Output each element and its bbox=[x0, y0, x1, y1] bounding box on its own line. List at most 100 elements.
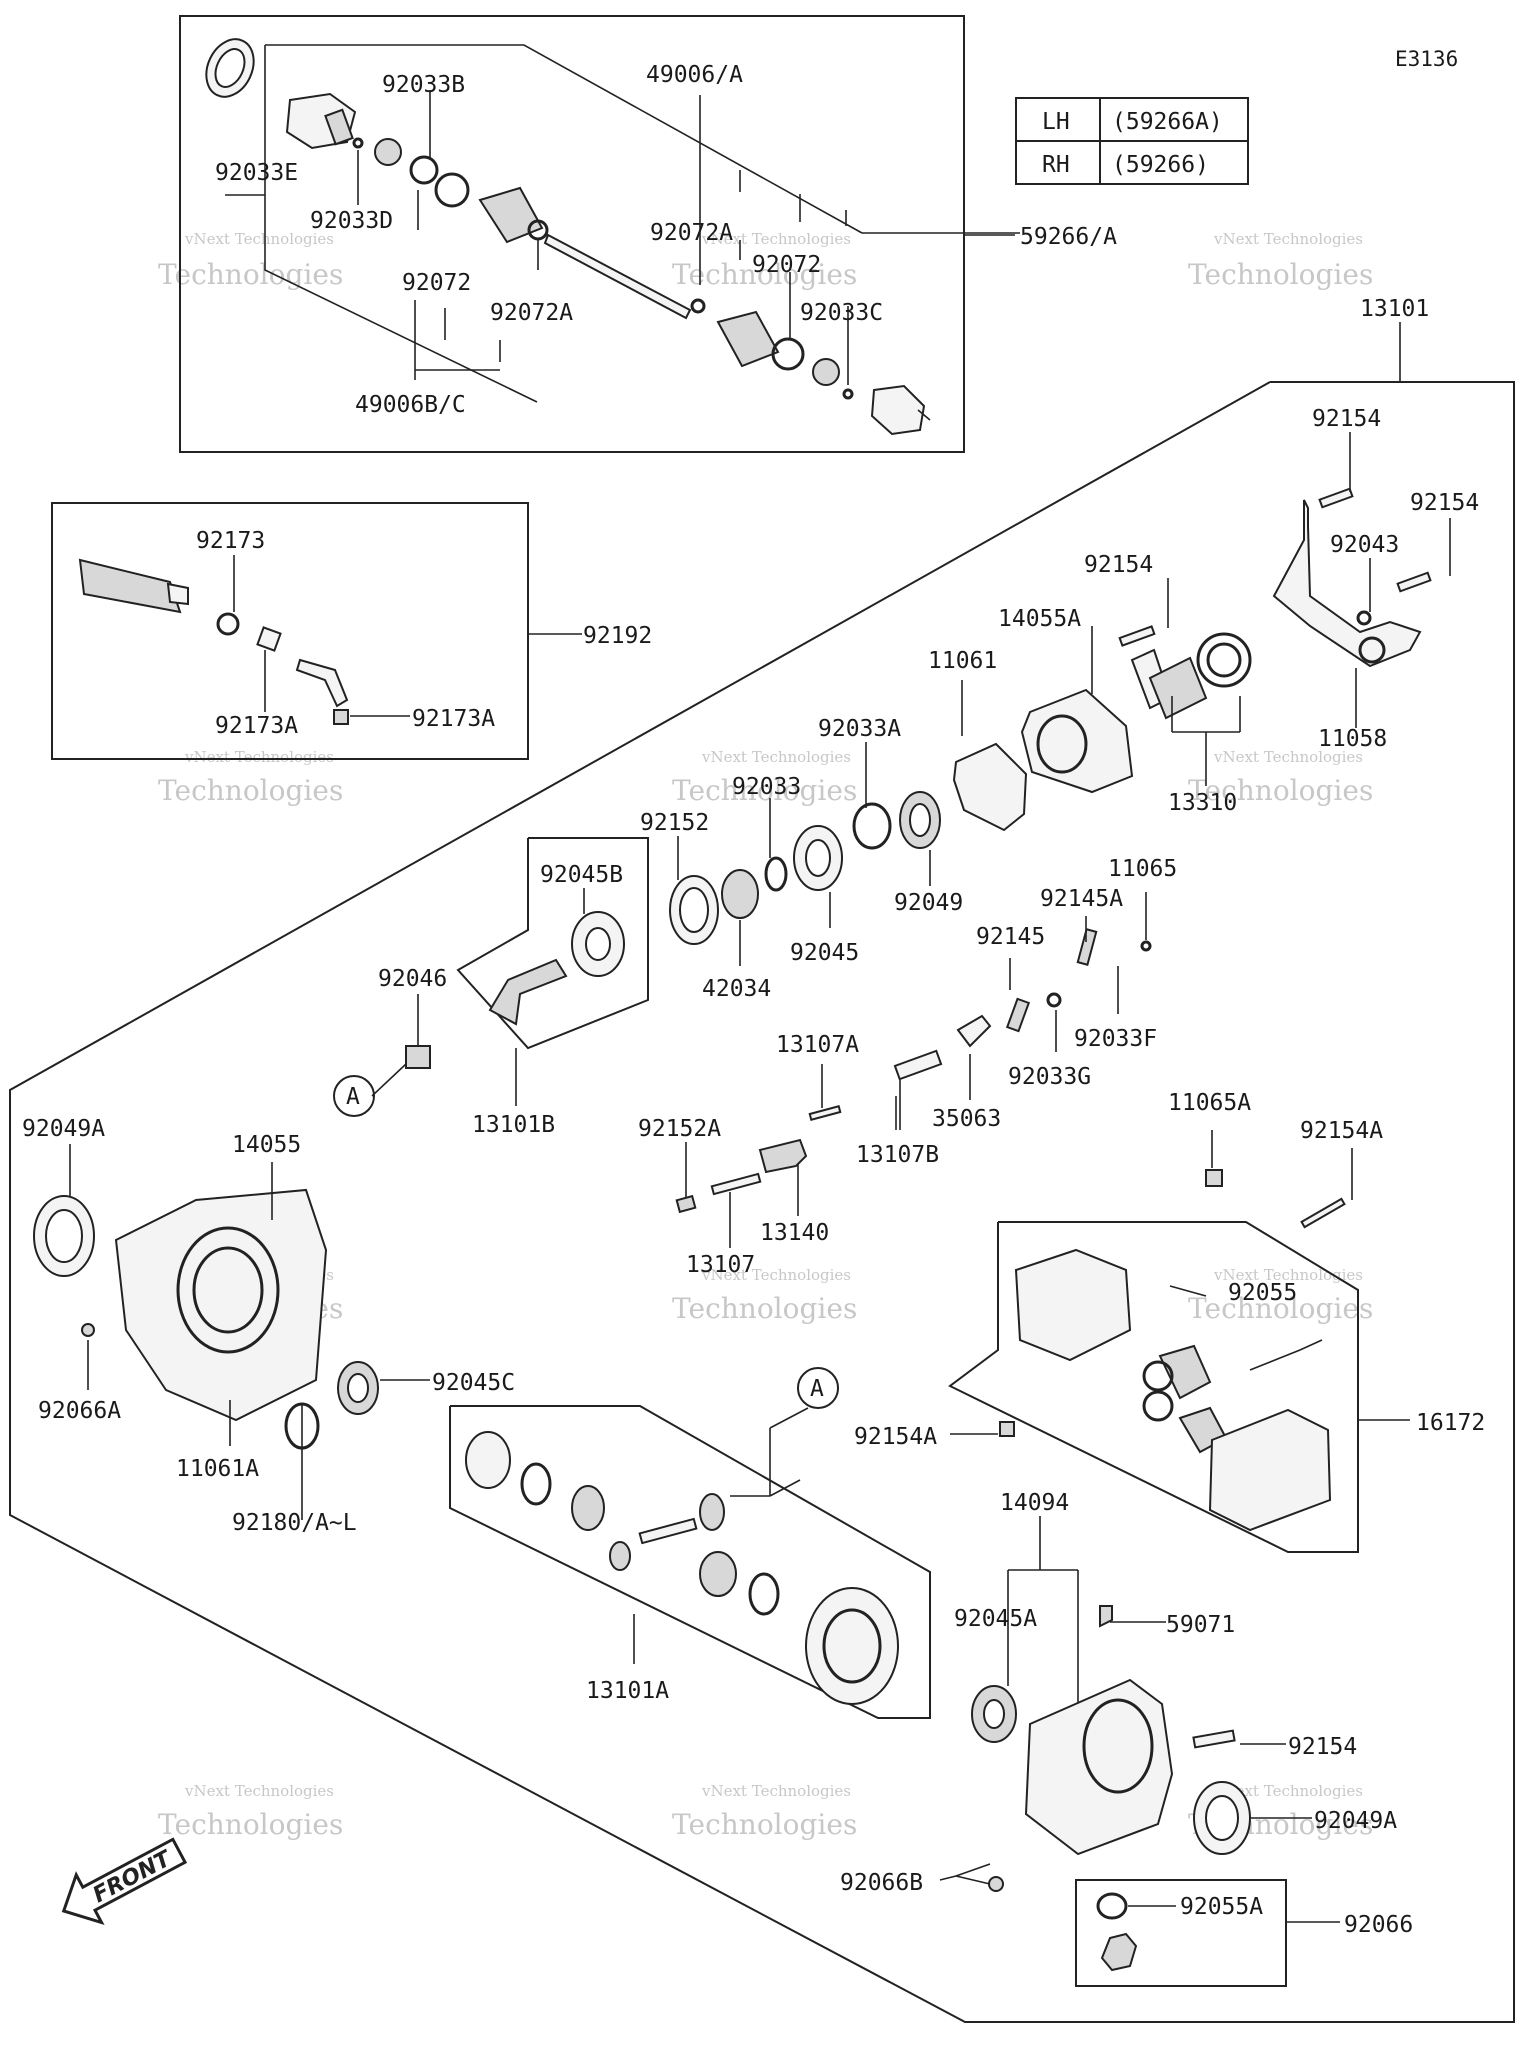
part-label-11061A: 11061A bbox=[176, 1456, 259, 1482]
part-label-92154: 92154 bbox=[1410, 490, 1479, 516]
spring-icon bbox=[1005, 997, 1031, 1033]
clip-icon bbox=[256, 626, 282, 652]
side-rh: RH bbox=[1042, 152, 1070, 178]
watermark: vNext Technologies bbox=[184, 748, 334, 766]
part-label-92180: 92180/A~L bbox=[232, 1510, 357, 1536]
shim-icon bbox=[520, 1462, 552, 1506]
part-label-92033: 92033 bbox=[732, 774, 801, 800]
part-label-13101: 13101 bbox=[1360, 296, 1429, 322]
front-arrow: FRONT bbox=[61, 1837, 188, 1926]
part-label-92066A: 92066A bbox=[38, 1398, 121, 1424]
diff-case-icon bbox=[465, 1431, 511, 1489]
part-label-92173A: 92173A bbox=[412, 706, 495, 732]
part-label-92033D: 92033D bbox=[310, 208, 393, 234]
part-label-92154: 92154 bbox=[1312, 406, 1381, 432]
snap-ring-icon bbox=[764, 856, 788, 892]
washer-icon bbox=[1356, 610, 1372, 626]
nut-icon bbox=[374, 138, 402, 166]
part-label-13101A: 13101A bbox=[586, 1678, 669, 1704]
shaft-icon bbox=[543, 233, 692, 320]
plug-icon bbox=[1205, 1169, 1223, 1187]
watermark: Technologies bbox=[1188, 258, 1373, 291]
part-label-11065: 11065 bbox=[1108, 856, 1177, 882]
part-label-92055A: 92055A bbox=[1180, 1894, 1263, 1920]
watermark: Technologies bbox=[1188, 774, 1373, 807]
ref-label-a: A bbox=[346, 1084, 360, 1110]
pin-icon bbox=[808, 1104, 842, 1122]
washer-icon bbox=[1096, 1892, 1128, 1920]
pinion-shaft-icon bbox=[638, 1517, 698, 1545]
snap-ring-icon bbox=[852, 802, 892, 850]
part-label-92072: 92072 bbox=[402, 270, 471, 296]
part-label-13310: 13310 bbox=[1168, 790, 1237, 816]
part-label-42034: 42034 bbox=[702, 976, 771, 1002]
part-label-59071: 59071 bbox=[1166, 1612, 1235, 1638]
watermark: vNext Technologies bbox=[701, 1266, 851, 1284]
watermark: Technologies bbox=[672, 774, 857, 807]
side-lh: LH bbox=[1042, 109, 1070, 135]
part-label-92049A: 92049A bbox=[1314, 1808, 1397, 1834]
control-unit-icon bbox=[1208, 1408, 1332, 1532]
clamp-icon bbox=[216, 612, 240, 636]
part-label-92049: 92049 bbox=[894, 890, 963, 916]
part-label-92033F: 92033F bbox=[1074, 1026, 1157, 1052]
watermark: vNext Technologies bbox=[701, 1782, 851, 1800]
part-label-92045C: 92045C bbox=[432, 1370, 515, 1396]
part-label-13107A: 13107A bbox=[776, 1032, 859, 1058]
breather-icon bbox=[1099, 1605, 1113, 1628]
part-label-92066: 92066 bbox=[1344, 1912, 1413, 1938]
part-label-92043: 92043 bbox=[1330, 532, 1399, 558]
watermark: vNext Technologies bbox=[1213, 230, 1363, 248]
diagram-code: E3136 bbox=[1395, 47, 1458, 71]
part-label-49006BC: 49006B/C bbox=[355, 392, 466, 418]
clip-icon bbox=[333, 709, 349, 725]
part-label-92045B: 92045B bbox=[540, 862, 623, 888]
drive-shaft-group: 59266/A 92033B 49006/A 92033E 92033D 920… bbox=[179, 15, 1117, 453]
shift-shaft-icon bbox=[956, 1014, 992, 1048]
part-label-92055: 92055 bbox=[1228, 1280, 1297, 1306]
pinion-gear-icon bbox=[488, 958, 568, 1026]
part-label-92072A: 92072A bbox=[650, 220, 733, 246]
part-label-92045: 92045 bbox=[790, 940, 859, 966]
watermark: Technologies bbox=[158, 774, 343, 807]
shift-fork-icon bbox=[758, 1138, 808, 1174]
part-label-35063: 35063 bbox=[932, 1106, 1001, 1132]
boot-icon bbox=[478, 186, 544, 244]
part-label-92154A: 92154A bbox=[854, 1424, 937, 1450]
clamp-icon bbox=[409, 155, 439, 185]
bolt-icon bbox=[1192, 1729, 1236, 1749]
part-label-92145A: 92145A bbox=[1040, 886, 1123, 912]
part-label-92173: 92173 bbox=[196, 528, 265, 554]
gear-icon bbox=[1142, 1390, 1174, 1422]
bolt-icon bbox=[1318, 487, 1354, 509]
side-lh-part: (59266A) bbox=[1112, 109, 1223, 135]
pin-icon bbox=[893, 1049, 943, 1081]
part-label-92154A: 92154A bbox=[1300, 1118, 1383, 1144]
shaft-icon bbox=[710, 1172, 762, 1196]
part-label-92072: 92072 bbox=[752, 252, 821, 278]
boot-kit-frame bbox=[51, 502, 529, 760]
watermark: vNext Technologies bbox=[1213, 748, 1363, 766]
part-label-92033G: 92033G bbox=[1008, 1064, 1091, 1090]
side-gear-icon bbox=[699, 1551, 737, 1597]
bracket-icon bbox=[1272, 499, 1422, 668]
ref-label-a: A bbox=[810, 1376, 824, 1402]
watermark: Technologies bbox=[158, 258, 343, 291]
gear-case-cover-icon bbox=[1024, 1678, 1174, 1856]
bolt-icon bbox=[1300, 1197, 1346, 1229]
watermark: Technologies bbox=[158, 1808, 343, 1841]
watermark: Technologies bbox=[1188, 1292, 1373, 1325]
part-label-92033C: 92033C bbox=[800, 300, 883, 326]
bolt-icon bbox=[1118, 625, 1156, 647]
part-label-92173A: 92173A bbox=[215, 713, 298, 739]
part-label-92033A: 92033A bbox=[818, 716, 901, 742]
seal-ring-icon bbox=[1196, 632, 1252, 688]
part-label-92066B: 92066B bbox=[840, 1870, 923, 1896]
side-gear-icon bbox=[571, 1485, 605, 1531]
spring-icon bbox=[1076, 928, 1098, 966]
part-label-59266A: 59266/A bbox=[1020, 224, 1117, 250]
boot-icon bbox=[78, 558, 182, 614]
ref-circle-a bbox=[797, 1367, 839, 1409]
side-table: LH (59266A) RH (59266) bbox=[1015, 97, 1249, 185]
drain-plug-frame bbox=[1075, 1879, 1287, 1987]
